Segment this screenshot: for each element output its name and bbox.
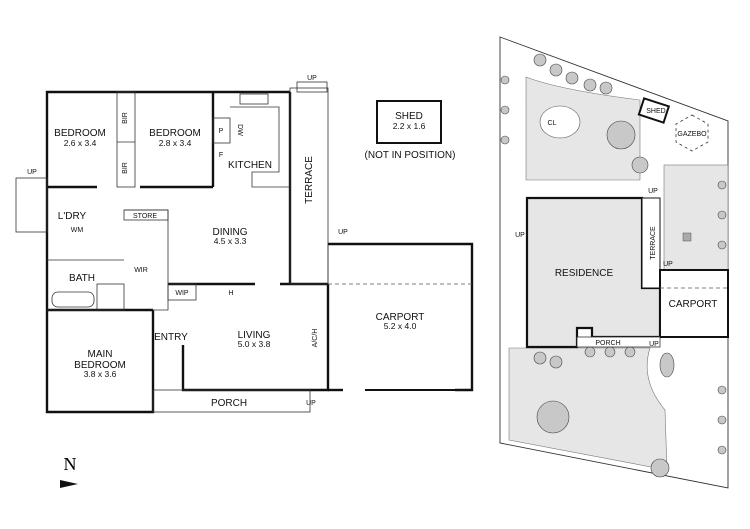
up-label: UP — [663, 261, 673, 268]
up-label: UP — [515, 232, 525, 239]
wip — [167, 283, 197, 301]
room-label: BEDROOM — [149, 128, 201, 139]
shed-label: SHED — [395, 111, 423, 122]
terrace-label: TERRACE — [650, 226, 657, 260]
bir-label: BIR — [122, 112, 129, 124]
room-dims: 5.0 x 3.8 — [238, 339, 271, 349]
step — [296, 81, 328, 93]
site-plan: CL RESIDENCE TERRACE CARPORT PORCH SHED … — [499, 36, 729, 489]
cooktop — [239, 93, 269, 105]
up-label: UP — [307, 75, 317, 82]
gazebo-label: GAZEBO — [677, 131, 707, 138]
step — [15, 177, 48, 233]
room-label: LIVING — [238, 330, 271, 341]
up-label: UP — [27, 169, 37, 176]
north-arrow-icon — [60, 480, 78, 488]
wir-walls — [124, 209, 169, 311]
room-dims: 3.8 x 3.6 — [84, 369, 117, 379]
room-dims: 2.8 x 3.4 — [159, 138, 192, 148]
dw-label: DW — [236, 124, 243, 136]
bir-label: BIR — [122, 162, 129, 174]
room-label: CARPORT — [376, 312, 425, 323]
lawn — [508, 347, 668, 471]
wm-label: WM — [71, 227, 84, 234]
clothesline-label: CL — [548, 120, 557, 127]
room-label: KITCHEN — [228, 160, 272, 171]
wip-label: WIP — [175, 290, 189, 297]
carport-outline — [328, 242, 474, 392]
up-label: UP — [649, 341, 659, 348]
room-label: BEDROOM — [74, 360, 126, 371]
clothesline-area — [539, 105, 581, 139]
pantry-label: P — [219, 128, 224, 135]
kitchen-bench — [230, 106, 290, 188]
up-label: UP — [338, 229, 348, 236]
shed-label: SHED — [646, 108, 665, 115]
lawn — [525, 76, 641, 181]
shower — [96, 283, 125, 311]
shed-dims: 2.2 x 1.6 — [393, 121, 426, 131]
terrace — [289, 87, 329, 285]
entry-label: ENTRY — [154, 332, 188, 343]
shed — [637, 97, 671, 124]
bathtub — [51, 291, 95, 308]
feature — [682, 232, 692, 242]
residence-label: RESIDENCE — [555, 268, 614, 279]
shed-box — [376, 100, 442, 144]
wir-label: WIR — [134, 267, 148, 274]
heater-label: H — [228, 290, 233, 297]
store-label: STORE — [133, 213, 157, 220]
room-label: MAIN — [88, 349, 113, 360]
porch — [152, 389, 311, 413]
terrace-label: TERRACE — [304, 156, 315, 204]
laundry-label: L'DRY — [58, 211, 87, 222]
built-in-robes — [116, 91, 136, 188]
up-label: UP — [648, 188, 658, 195]
room-dims: 2.6 x 3.4 — [64, 138, 97, 148]
pantry — [212, 117, 231, 144]
porch-label: PORCH — [211, 398, 247, 409]
room-dims: 4.5 x 3.3 — [214, 236, 247, 246]
gazebo — [675, 114, 709, 152]
carport-label: CARPORT — [669, 299, 718, 310]
lawn — [663, 164, 729, 271]
carport — [659, 269, 729, 338]
fridge-label: F — [219, 152, 223, 159]
store — [123, 209, 169, 221]
up-label: UP — [306, 400, 316, 407]
trees — [500, 53, 727, 478]
bath-label: BATH — [69, 273, 95, 284]
terrace — [641, 197, 661, 289]
room-label: BEDROOM — [54, 128, 106, 139]
porch-label: PORCH — [595, 340, 620, 347]
shed-note: (NOT IN POSITION) — [365, 150, 456, 161]
porch — [576, 336, 661, 348]
ach-label: A/C/H — [312, 329, 319, 348]
room-label: DINING — [213, 227, 248, 238]
north-label: N — [64, 454, 77, 474]
room-dims: 5.2 x 4.0 — [384, 321, 417, 331]
floor-plan: BEDROOM 2.6 x 3.4 BEDROOM 2.8 x 3.4 BIR … — [15, 75, 474, 488]
